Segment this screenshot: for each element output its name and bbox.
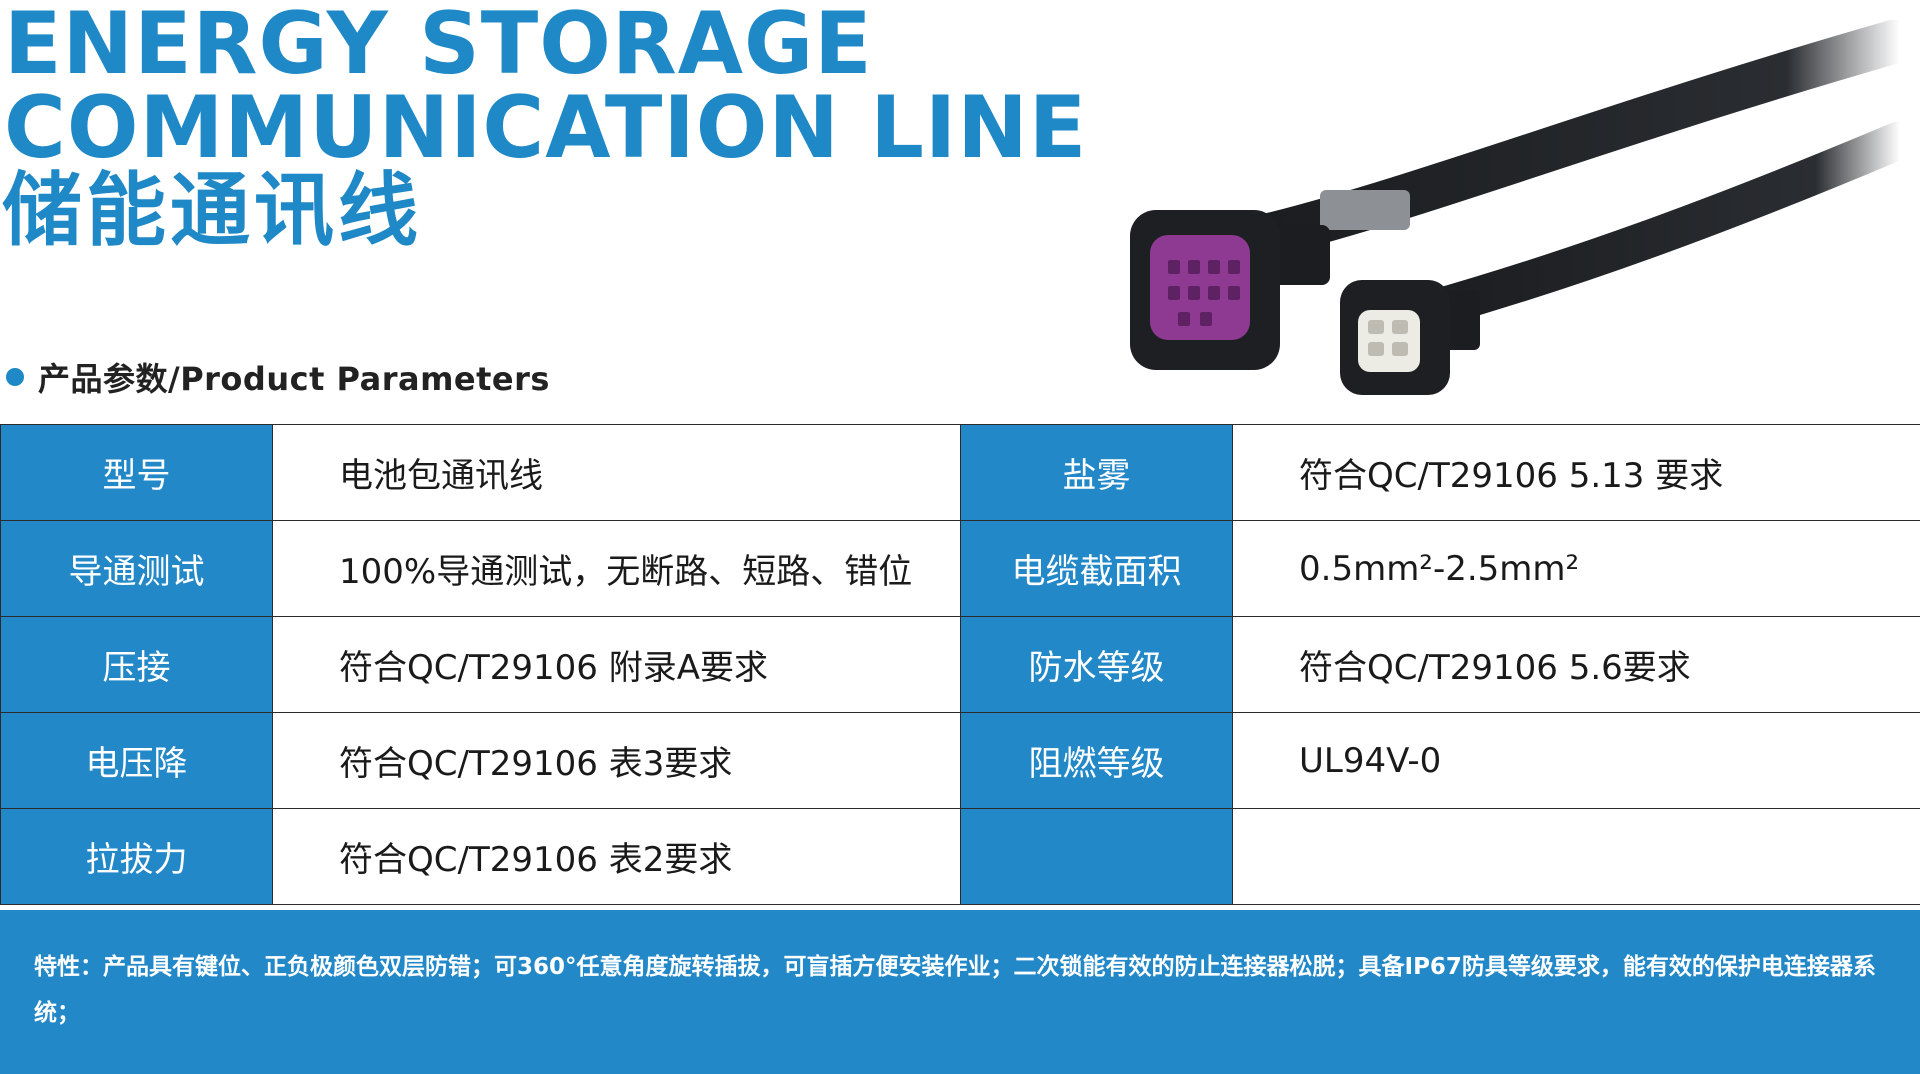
features-text: 特性：产品具有键位、正负极颜色双层防错；可360°任意角度旋转插拔，可盲插方便安… (34, 954, 1876, 1026)
section-heading: 产品参数/Product Parameters (6, 354, 550, 400)
param-value: 符合QC/T29106 附录A要求 (272, 616, 961, 713)
param-key: 拉拔力 (0, 808, 273, 905)
param-key: 导通测试 (0, 520, 273, 617)
param-key: 阻燃等级 (960, 712, 1233, 809)
param-value-empty (1232, 808, 1920, 905)
section-label: 产品参数/Product Parameters (38, 360, 550, 398)
param-value: 符合QC/T29106 5.13 要求 (1232, 424, 1920, 521)
param-value: 100%导通测试，无断路、短路、错位 (272, 520, 961, 617)
param-key: 电缆截面积 (960, 520, 1233, 617)
page-title-chinese: 储能通讯线 (2, 164, 422, 257)
param-key: 盐雾 (960, 424, 1233, 521)
param-value: 符合QC/T29106 5.6要求 (1232, 616, 1920, 713)
bullet-dot-icon (6, 368, 24, 386)
param-value: 符合QC/T29106 表2要求 (272, 808, 961, 905)
page-title-english: ENERGY STORAGE COMMUNICATION LINE (4, 0, 1088, 178)
table-row: 拉拔力 符合QC/T29106 表2要求 (0, 808, 1920, 905)
table-row: 压接 符合QC/T29106 附录A要求 防水等级 符合QC/T29106 5.… (0, 616, 1920, 713)
param-key: 防水等级 (960, 616, 1233, 713)
param-key: 压接 (0, 616, 273, 713)
param-key-empty (960, 808, 1233, 905)
param-key: 型号 (0, 424, 273, 521)
table-row: 导通测试 100%导通测试，无断路、短路、错位 电缆截面积 0.5mm²-2.5… (0, 520, 1920, 617)
table-row: 电压降 符合QC/T29106 表3要求 阻燃等级 UL94V-0 (0, 712, 1920, 809)
param-key: 电压降 (0, 712, 273, 809)
title-line-1: ENERGY STORAGE (4, 0, 873, 94)
param-value: UL94V-0 (1232, 712, 1920, 809)
cable-product-image (1130, 20, 1900, 395)
table-row: 型号 电池包通讯线 盐雾 符合QC/T29106 5.13 要求 (0, 424, 1920, 521)
title-line-2: COMMUNICATION LINE (4, 78, 1088, 178)
param-value: 符合QC/T29106 表3要求 (272, 712, 961, 809)
param-value: 电池包通讯线 (272, 424, 961, 521)
param-value: 0.5mm²-2.5mm² (1232, 520, 1920, 617)
features-panel: 特性：产品具有键位、正负极颜色双层防错；可360°任意角度旋转插拔，可盲插方便安… (0, 910, 1920, 1074)
product-parameters-table: 型号 电池包通讯线 盐雾 符合QC/T29106 5.13 要求 导通测试 10… (0, 424, 1920, 905)
